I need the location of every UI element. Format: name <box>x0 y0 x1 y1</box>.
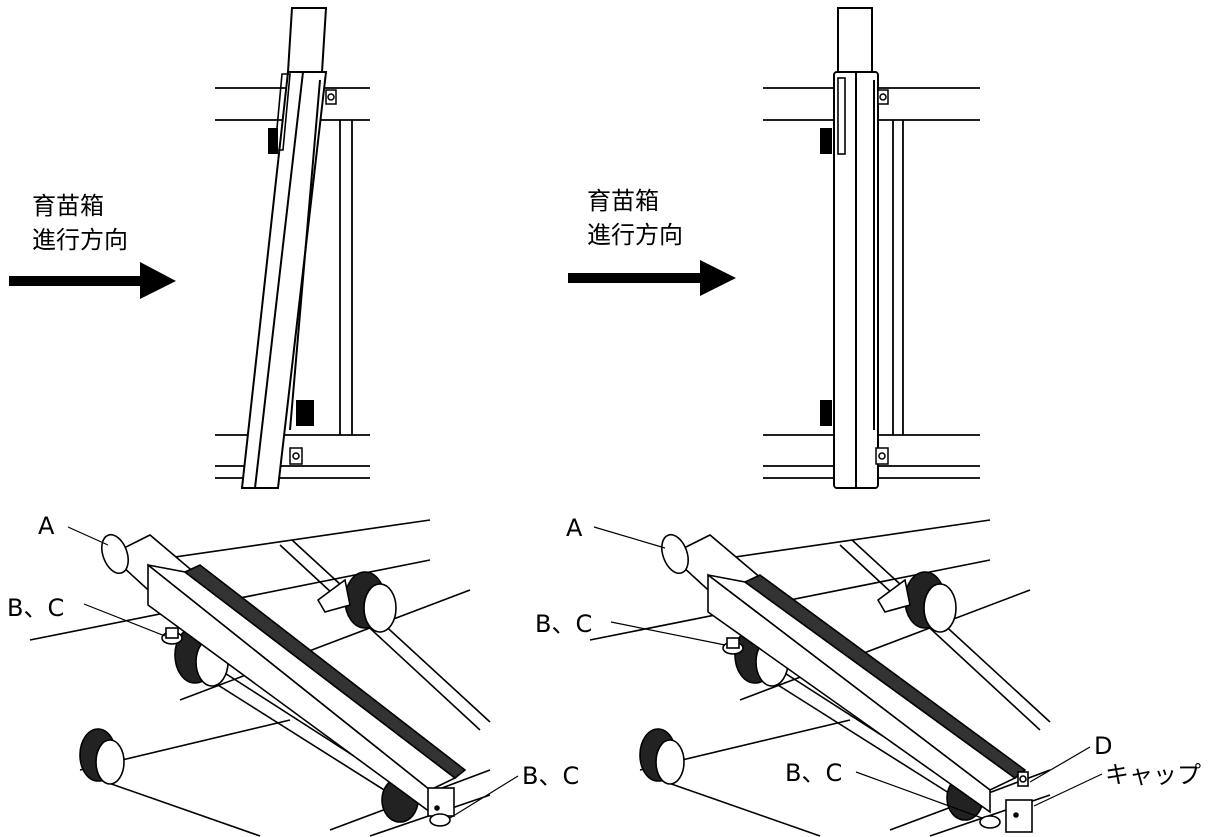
guide-bar-skewed <box>240 7 328 489</box>
bolt-top <box>325 89 337 105</box>
roller-wheel <box>79 728 125 785</box>
callout-cap-right: キャップ <box>1105 761 1201 789</box>
roller-block <box>268 128 278 154</box>
rails-top-left <box>215 87 370 479</box>
guide-bar-iso <box>147 563 467 817</box>
roller-block <box>296 400 314 426</box>
leader-bc-top <box>610 621 726 646</box>
mount-plate <box>316 578 351 613</box>
guide-bar-iso <box>707 573 1033 833</box>
callout-bc-bottom-right: B、C <box>785 759 843 787</box>
bolt-bc-top <box>161 627 183 645</box>
roller-block <box>820 400 832 426</box>
callout-a-right: A <box>566 514 583 542</box>
roller-wheel <box>344 571 397 633</box>
bolt-bc-bottom <box>429 813 451 827</box>
direction-arrow-left <box>9 262 176 299</box>
leader-bc-top <box>83 603 166 637</box>
roller-block <box>820 128 832 154</box>
leader-a <box>593 526 666 549</box>
callout-bc-top-right: B、C <box>535 610 593 638</box>
leader-bc-bottom <box>449 775 519 819</box>
direction-label-left-line2: 進行方向 <box>32 226 128 254</box>
leader-a <box>67 526 109 546</box>
bolt-bc-top <box>722 637 744 655</box>
guide-bar-aligned <box>833 7 879 489</box>
direction-label-right-line2: 進行方向 <box>587 221 683 249</box>
direction-label-right-line1: 育苗箱 <box>587 187 659 215</box>
leader-cap <box>1033 773 1103 807</box>
callout-d-right: D <box>1094 732 1113 760</box>
direction-label-left-line1: 育苗箱 <box>32 192 104 220</box>
roller-wheel <box>904 571 957 633</box>
top-right-view <box>568 7 980 489</box>
direction-arrow-right <box>568 260 736 296</box>
bottom-left-view <box>29 519 519 837</box>
roller-wheel <box>639 728 685 785</box>
callout-a-left: A <box>38 512 55 540</box>
bolt-bottom <box>875 447 889 465</box>
bolt-top <box>877 89 889 105</box>
leader-bc-bottom <box>855 771 983 819</box>
top-left-view <box>9 7 370 489</box>
leader-d <box>1029 746 1091 783</box>
mount-plate <box>876 578 911 613</box>
bolt-bottom <box>289 447 303 465</box>
callout-bc-bottom-left: B、C <box>522 762 580 790</box>
bolt-bc-bottom <box>979 815 1001 829</box>
bottom-right-view <box>589 519 1103 837</box>
callout-bc-top-left: B、C <box>7 594 65 622</box>
bolt-d <box>1017 771 1029 787</box>
